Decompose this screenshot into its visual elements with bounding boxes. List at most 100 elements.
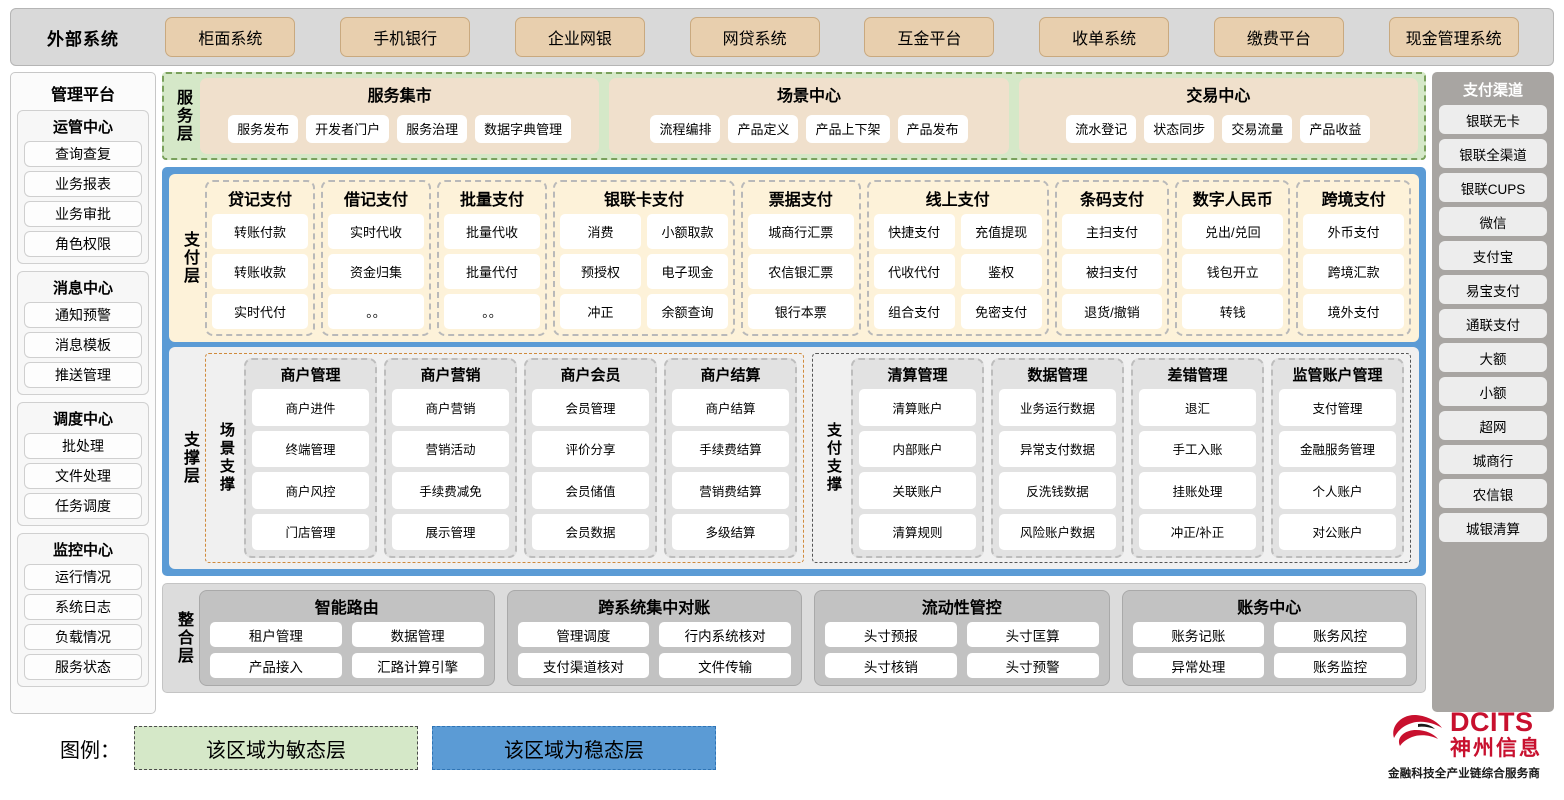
sidebar-item[interactable]: 批处理	[24, 433, 142, 459]
payment-channel-item[interactable]: 小额	[1439, 377, 1547, 406]
payment-item[interactable]: 组合支付	[873, 294, 955, 329]
payment-item[interactable]: 实时代收	[328, 214, 424, 249]
external-system-item[interactable]: 网贷系统	[689, 17, 820, 57]
external-system-item[interactable]: 柜面系统	[165, 17, 296, 57]
external-system-item[interactable]: 缴费平台	[1213, 17, 1344, 57]
support-item[interactable]: 反洗钱数据	[999, 472, 1116, 509]
payment-item[interactable]: 快捷支付	[873, 214, 955, 249]
support-item[interactable]: 商户进件	[252, 389, 369, 426]
external-system-item[interactable]: 手机银行	[340, 17, 471, 57]
service-item[interactable]: 交易流量	[1222, 114, 1293, 143]
support-item[interactable]: 冲正/补正	[1139, 513, 1256, 550]
service-item[interactable]: 数据字典管理	[475, 114, 572, 143]
support-item[interactable]: 商户营销	[392, 389, 509, 426]
integration-item[interactable]: 数据管理	[351, 622, 484, 647]
support-item[interactable]: 多级结算	[672, 513, 789, 550]
support-item[interactable]: 业务运行数据	[999, 389, 1116, 426]
payment-channel-item[interactable]: 通联支付	[1439, 309, 1547, 338]
service-item[interactable]: 开发者门户	[306, 114, 390, 143]
payment-channel-item[interactable]: 易宝支付	[1439, 275, 1547, 304]
sidebar-item[interactable]: 系统日志	[24, 594, 142, 620]
sidebar-item[interactable]: 推送管理	[24, 362, 142, 388]
integration-item[interactable]: 管理调度	[517, 622, 650, 647]
support-item[interactable]: 退汇	[1139, 389, 1256, 426]
support-item[interactable]: 挂账处理	[1139, 472, 1256, 509]
payment-item[interactable]: 跨境汇款	[1303, 254, 1404, 289]
sidebar-item[interactable]: 服务状态	[24, 654, 142, 680]
payment-item[interactable]: 钱包开立	[1182, 254, 1284, 289]
support-item[interactable]: 会员储值	[532, 472, 649, 509]
integration-item[interactable]: 头寸预报	[825, 622, 957, 647]
payment-item[interactable]: 消费	[560, 214, 641, 249]
integration-item[interactable]: 产品接入	[210, 653, 342, 678]
service-item[interactable]: 产品上下架	[806, 114, 890, 143]
support-item[interactable]: 营销费结算	[672, 472, 789, 509]
payment-channel-item[interactable]: 城银清算	[1439, 513, 1547, 542]
support-item[interactable]: 异常支付数据	[999, 430, 1116, 467]
payment-item[interactable]: 银行本票	[748, 294, 854, 329]
external-system-item[interactable]: 收单系统	[1039, 17, 1170, 57]
support-item[interactable]: 商户结算	[672, 389, 789, 426]
support-item[interactable]: 个人账户	[1279, 472, 1396, 509]
payment-channel-item[interactable]: 城商行	[1439, 445, 1547, 474]
integration-item[interactable]: 头寸匡算	[966, 622, 1099, 647]
sidebar-item[interactable]: 负载情况	[24, 624, 142, 650]
sidebar-item[interactable]: 业务审批	[24, 201, 142, 227]
support-item[interactable]: 内部账户	[859, 430, 976, 467]
support-item[interactable]: 关联账户	[859, 472, 976, 509]
payment-channel-item[interactable]: 支付宝	[1439, 241, 1547, 270]
payment-item[interactable]: 退货/撤销	[1061, 294, 1163, 329]
integration-item[interactable]: 头寸核销	[825, 653, 957, 678]
payment-item[interactable]: 主扫支付	[1061, 214, 1163, 249]
payment-channel-item[interactable]: 银联全渠道	[1439, 139, 1547, 168]
support-item[interactable]: 手续费结算	[672, 430, 789, 467]
service-item[interactable]: 产品收益	[1300, 114, 1371, 143]
support-item[interactable]: 对公账户	[1279, 513, 1396, 550]
payment-channel-item[interactable]: 大额	[1439, 343, 1547, 372]
payment-item[interactable]: 免密支付	[960, 294, 1042, 329]
integration-item[interactable]: 文件传输	[659, 653, 791, 678]
integration-item[interactable]: 头寸预警	[966, 653, 1099, 678]
support-item[interactable]: 清算账户	[859, 389, 976, 426]
support-item[interactable]: 会员管理	[532, 389, 649, 426]
integration-item[interactable]: 汇路计算引擎	[351, 653, 484, 678]
integration-item[interactable]: 行内系统核对	[659, 622, 791, 647]
service-item[interactable]: 流水登记	[1066, 114, 1137, 143]
payment-item[interactable]: 转钱	[1182, 294, 1284, 329]
sidebar-item[interactable]: 查询查复	[24, 141, 142, 167]
support-item[interactable]: 终端管理	[252, 430, 369, 467]
payment-item[interactable]: 鉴权	[960, 254, 1042, 289]
service-item[interactable]: 服务发布	[228, 114, 299, 143]
payment-channel-item[interactable]: 银联CUPS	[1439, 173, 1547, 202]
support-item[interactable]: 营销活动	[392, 430, 509, 467]
payment-item[interactable]: 代收代付	[873, 254, 955, 289]
support-item[interactable]: 手工入账	[1139, 430, 1256, 467]
sidebar-item[interactable]: 消息模板	[24, 332, 142, 358]
external-system-item[interactable]: 现金管理系统	[1388, 17, 1519, 57]
external-system-item[interactable]: 互金平台	[864, 17, 995, 57]
payment-channel-item[interactable]: 银联无卡	[1439, 105, 1547, 134]
payment-item[interactable]: 预授权	[560, 254, 641, 289]
sidebar-item[interactable]: 任务调度	[24, 493, 142, 519]
service-item[interactable]: 产品定义	[728, 114, 799, 143]
payment-item[interactable]: 批量代收	[444, 214, 540, 249]
service-item[interactable]: 流程编排	[650, 114, 721, 143]
support-item[interactable]: 门店管理	[252, 513, 369, 550]
support-item[interactable]: 手续费减免	[392, 472, 509, 509]
support-item[interactable]: 评价分享	[532, 430, 649, 467]
payment-channel-item[interactable]: 微信	[1439, 207, 1547, 236]
payment-item[interactable]: 转账付款	[212, 214, 308, 249]
payment-item[interactable]: 资金归集	[328, 254, 424, 289]
payment-item[interactable]: 被扫支付	[1061, 254, 1163, 289]
payment-item[interactable]: 农信银汇票	[748, 254, 854, 289]
support-item[interactable]: 商户风控	[252, 472, 369, 509]
support-item[interactable]: 支付管理	[1279, 389, 1396, 426]
payment-item[interactable]: 小额取款	[647, 214, 728, 249]
payment-item[interactable]: 。。	[328, 294, 424, 329]
sidebar-item[interactable]: 角色权限	[24, 231, 142, 257]
payment-item[interactable]: 转账收款	[212, 254, 308, 289]
payment-item[interactable]: 电子现金	[647, 254, 728, 289]
sidebar-item[interactable]: 通知预警	[24, 302, 142, 328]
payment-item[interactable]: 兑出/兑回	[1182, 214, 1284, 249]
support-item[interactable]: 展示管理	[392, 513, 509, 550]
